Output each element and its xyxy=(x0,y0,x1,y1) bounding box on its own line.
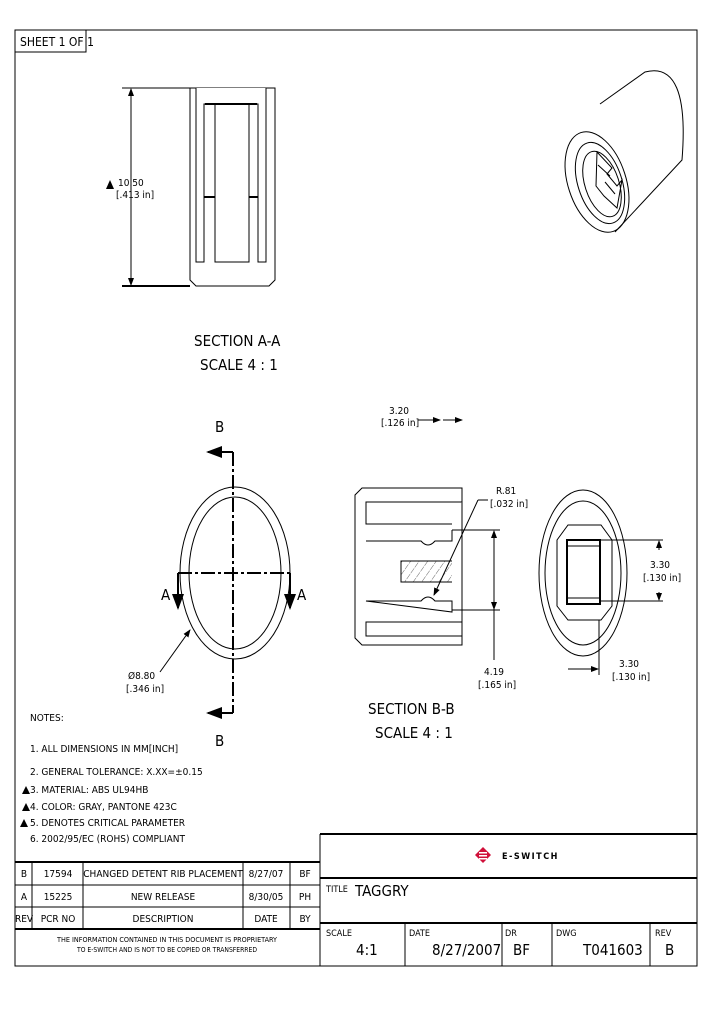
dwg-value: T041603 xyxy=(582,941,643,959)
cut-label-a-right: A xyxy=(297,586,307,604)
section-aa-title: SECTION A-A xyxy=(194,332,281,350)
end-view xyxy=(538,489,663,675)
header-by: BY xyxy=(299,914,311,925)
section-aa-scale: SCALE 4 : 1 xyxy=(200,356,278,374)
desc-b: CHANGED DETENT RIB PLACEMENT xyxy=(83,869,243,880)
section-aa-view xyxy=(122,87,276,287)
header-date: DATE xyxy=(254,914,278,925)
section-bb-title: SECTION B-B xyxy=(368,700,455,718)
rev-a: A xyxy=(21,892,28,903)
dim-diameter-mm: Ø8.80 xyxy=(128,670,155,682)
proprietary-notice-1: THE INFORMATION CONTAINED IN THIS DOCUME… xyxy=(56,936,277,944)
dim-depth-in: [.165 in] xyxy=(478,680,516,691)
dr-value: BF xyxy=(513,941,530,959)
dim-depth-mm: 4.19 xyxy=(484,667,504,678)
note-4: 4. COLOR: GRAY, PANTONE 423C xyxy=(30,802,177,813)
title-block xyxy=(320,833,697,966)
by-a: PH xyxy=(299,892,311,903)
section-bb-scale: SCALE 4 : 1 xyxy=(375,724,453,742)
cut-label-a-left: A xyxy=(161,586,171,604)
date-label: DATE xyxy=(409,929,430,939)
by-b: BF xyxy=(299,869,310,880)
critical-parameter-icon xyxy=(106,180,114,189)
dim-end-width-mm: 3.30 xyxy=(619,659,639,670)
section-bb-view xyxy=(354,417,500,660)
dim-width-in: [.126 in] xyxy=(381,418,419,429)
sheet-label-box xyxy=(14,29,87,53)
dim-height-in: [.413 in] xyxy=(116,190,154,201)
critical-parameter-icon xyxy=(22,803,30,811)
header-pcr: PCR NO xyxy=(41,914,76,925)
front-view xyxy=(159,446,296,719)
dim-radius-in: [.032 in] xyxy=(490,499,528,510)
dim-end-height-mm: 3.30 xyxy=(650,560,670,571)
notes-heading: NOTES: xyxy=(30,713,64,724)
dim-end-width-in: [.130 in] xyxy=(612,672,650,683)
dim-height-mm: 10.50 xyxy=(118,178,144,189)
note-5: 5. DENOTES CRITICAL PARAMETER xyxy=(30,818,185,829)
date-value: 8/27/2007 xyxy=(432,941,501,959)
dim-radius-mm: R.81 xyxy=(496,486,516,497)
pcr-a: 15225 xyxy=(44,892,73,903)
scale-value: 4:1 xyxy=(356,941,378,959)
e-switch-logo: E-SWITCH xyxy=(475,847,559,863)
note-6: 6. 2002/95/EC (ROHS) COMPLIANT xyxy=(30,834,185,845)
sheet-border xyxy=(14,29,698,967)
dim-diameter-in: [.346 in] xyxy=(126,684,164,695)
desc-a: NEW RELEASE xyxy=(131,892,196,903)
title-label: TITLE xyxy=(325,885,348,895)
dr-label: DR xyxy=(505,929,517,939)
note-3: 3. MATERIAL: ABS UL94HB xyxy=(30,785,148,796)
rev-b: B xyxy=(21,869,27,880)
cut-label-b-bottom: B xyxy=(215,732,224,750)
notes: NOTES: 1. ALL DIMENSIONS IN MM[INCH] 2. … xyxy=(20,713,203,845)
dim-width-mm: 3.20 xyxy=(389,406,409,417)
note-1: 1. ALL DIMENSIONS IN MM[INCH] xyxy=(30,744,178,755)
cut-label-b-top: B xyxy=(215,418,224,436)
rev-value: B xyxy=(665,941,674,959)
proprietary-notice-2: TO E-SWITCH AND IS NOT TO BE COPIED OR T… xyxy=(76,946,257,954)
revision-table xyxy=(15,834,321,966)
header-description: DESCRIPTION xyxy=(133,914,194,925)
dim-end-height-in: [.130 in] xyxy=(643,573,681,584)
critical-parameter-icon xyxy=(22,786,30,794)
date-b: 8/27/07 xyxy=(249,869,284,880)
critical-parameter-icon xyxy=(20,819,28,827)
sheet-number: SHEET 1 OF 1 xyxy=(20,35,94,49)
note-2: 2. GENERAL TOLERANCE: X.XX=±0.15 xyxy=(30,767,203,778)
scale-label: SCALE xyxy=(326,929,352,939)
pcr-b: 17594 xyxy=(44,869,73,880)
date-a: 8/30/05 xyxy=(249,892,284,903)
isometric-view xyxy=(564,70,684,233)
rev-label: REV xyxy=(655,929,672,939)
header-rev: REV xyxy=(15,914,34,925)
dwg-label: DWG xyxy=(556,929,577,939)
drawing-title: TAGGRY xyxy=(354,882,409,900)
e-switch-logo-text: E-SWITCH xyxy=(502,852,559,862)
